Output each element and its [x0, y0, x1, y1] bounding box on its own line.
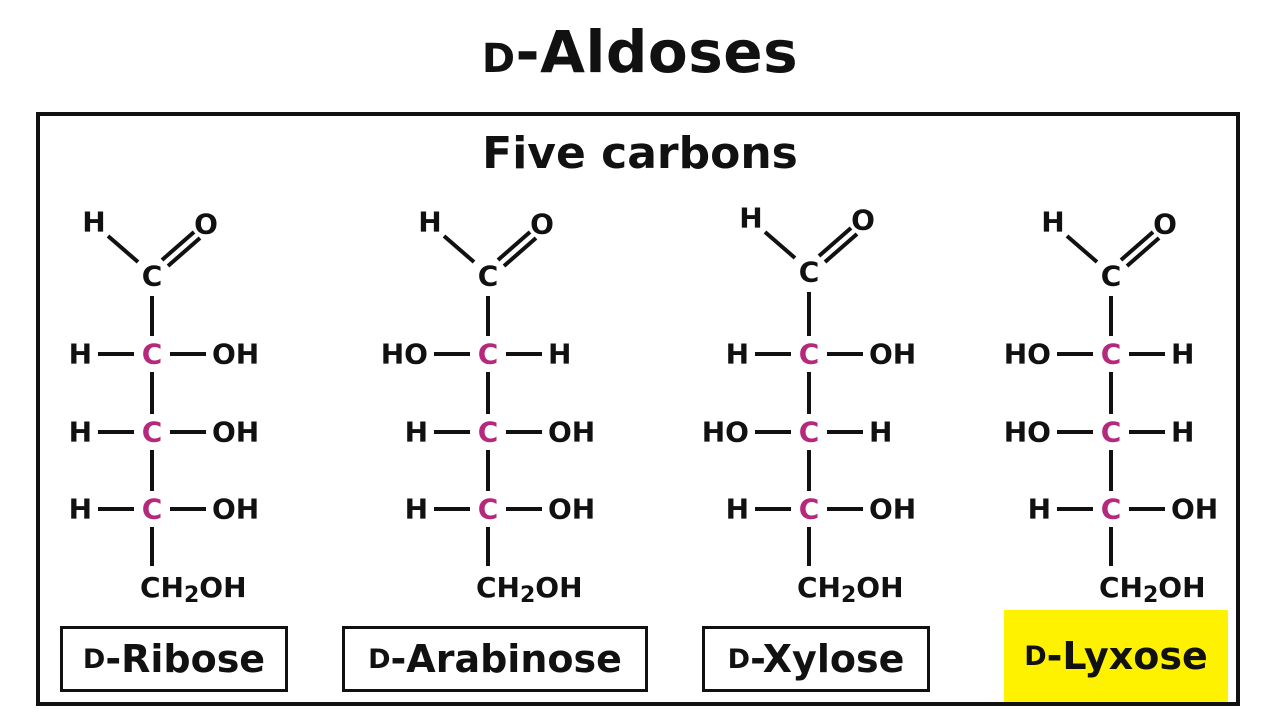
ch2oh-group: CH2OH — [476, 571, 583, 608]
right-substituent: OH — [212, 493, 259, 526]
right-substituent: H — [869, 416, 892, 449]
left-substituent: H — [69, 338, 92, 371]
chiral-carbon: C — [142, 416, 163, 449]
right-substituent: OH — [548, 416, 595, 449]
name-prefix: D — [1024, 640, 1047, 672]
left-substituent: H — [1028, 493, 1051, 526]
aldehyde-hydrogen: H — [418, 206, 441, 239]
aldehyde-hydrogen: H — [739, 202, 762, 235]
chiral-carbon: C — [799, 416, 820, 449]
double-bond-line-2 — [1125, 236, 1161, 268]
chiral-carbon: C — [1101, 493, 1122, 526]
ch2oh-group: CH2OH — [797, 571, 904, 608]
double-bond-line-1 — [496, 230, 532, 262]
aldehyde-oxygen: O — [194, 208, 218, 241]
title-prefix: D — [481, 36, 516, 82]
right-substituent: OH — [1171, 493, 1218, 526]
double-bond-line-2 — [823, 232, 859, 264]
right-substituent: OH — [212, 338, 259, 371]
aldehyde-carbon: C — [799, 256, 820, 289]
double-bond-line-2 — [502, 236, 538, 268]
left-substituent: H — [726, 338, 749, 371]
right-substituent: OH — [869, 338, 916, 371]
left-substituent: H — [69, 416, 92, 449]
aldehyde-carbon: C — [1101, 260, 1122, 293]
name-box-xylose: D-Xylose — [702, 626, 930, 692]
name-box-arabinose: D-Arabinose — [342, 626, 648, 692]
right-substituent: H — [548, 338, 571, 371]
right-substituent: OH — [869, 493, 916, 526]
chiral-carbon: C — [478, 493, 499, 526]
ch2oh-group: CH2OH — [140, 571, 247, 608]
left-substituent: H — [726, 493, 749, 526]
name-text: -Lyxose — [1046, 634, 1208, 678]
chiral-carbon: C — [142, 493, 163, 526]
aldehyde-h-bond — [763, 230, 797, 260]
diagram-frame — [36, 112, 1240, 706]
double-bond-line-1 — [1119, 230, 1155, 262]
name-prefix: D — [82, 643, 106, 675]
left-substituent: H — [405, 493, 428, 526]
page-title: D-Aldoses — [0, 18, 1280, 86]
name-text: -Xylose — [750, 637, 905, 681]
left-substituent: HO — [1004, 338, 1051, 371]
left-substituent: H — [69, 493, 92, 526]
aldehyde-carbon: C — [478, 260, 499, 293]
aldehyde-h-bond — [106, 234, 140, 264]
name-prefix: D — [727, 643, 751, 675]
section-subtitle: Five carbons — [482, 128, 798, 179]
chiral-carbon: C — [799, 493, 820, 526]
name-prefix: D — [368, 643, 391, 675]
ch2oh-group: CH2OH — [1099, 571, 1206, 608]
double-bond-line-2 — [166, 236, 202, 268]
name-box-ribose: D-Ribose — [60, 626, 288, 692]
right-substituent: H — [1171, 338, 1194, 371]
chiral-carbon: C — [1101, 416, 1122, 449]
left-substituent: HO — [381, 338, 428, 371]
chiral-carbon: C — [1101, 338, 1122, 371]
title-text: -Aldoses — [515, 18, 799, 86]
chiral-carbon: C — [142, 338, 163, 371]
aldehyde-hydrogen: H — [1041, 206, 1064, 239]
right-substituent: OH — [212, 416, 259, 449]
aldehyde-oxygen: O — [851, 204, 875, 237]
name-text: -Ribose — [105, 637, 266, 681]
aldehyde-oxygen: O — [530, 208, 554, 241]
double-bond-line-1 — [817, 226, 853, 258]
aldehyde-hydrogen: H — [82, 206, 105, 239]
name-box-lyxose: D-Lyxose — [1004, 610, 1228, 702]
double-bond-line-1 — [160, 230, 196, 262]
aldehyde-h-bond — [442, 234, 476, 264]
aldehyde-carbon: C — [142, 260, 163, 293]
right-substituent: OH — [548, 493, 595, 526]
aldehyde-oxygen: O — [1153, 208, 1177, 241]
chiral-carbon: C — [478, 338, 499, 371]
left-substituent: HO — [702, 416, 749, 449]
left-substituent: HO — [1004, 416, 1051, 449]
aldehyde-h-bond — [1065, 234, 1099, 264]
right-substituent: H — [1171, 416, 1194, 449]
chiral-carbon: C — [478, 416, 499, 449]
left-substituent: H — [405, 416, 428, 449]
chiral-carbon: C — [799, 338, 820, 371]
name-text: -Arabinose — [390, 637, 622, 681]
